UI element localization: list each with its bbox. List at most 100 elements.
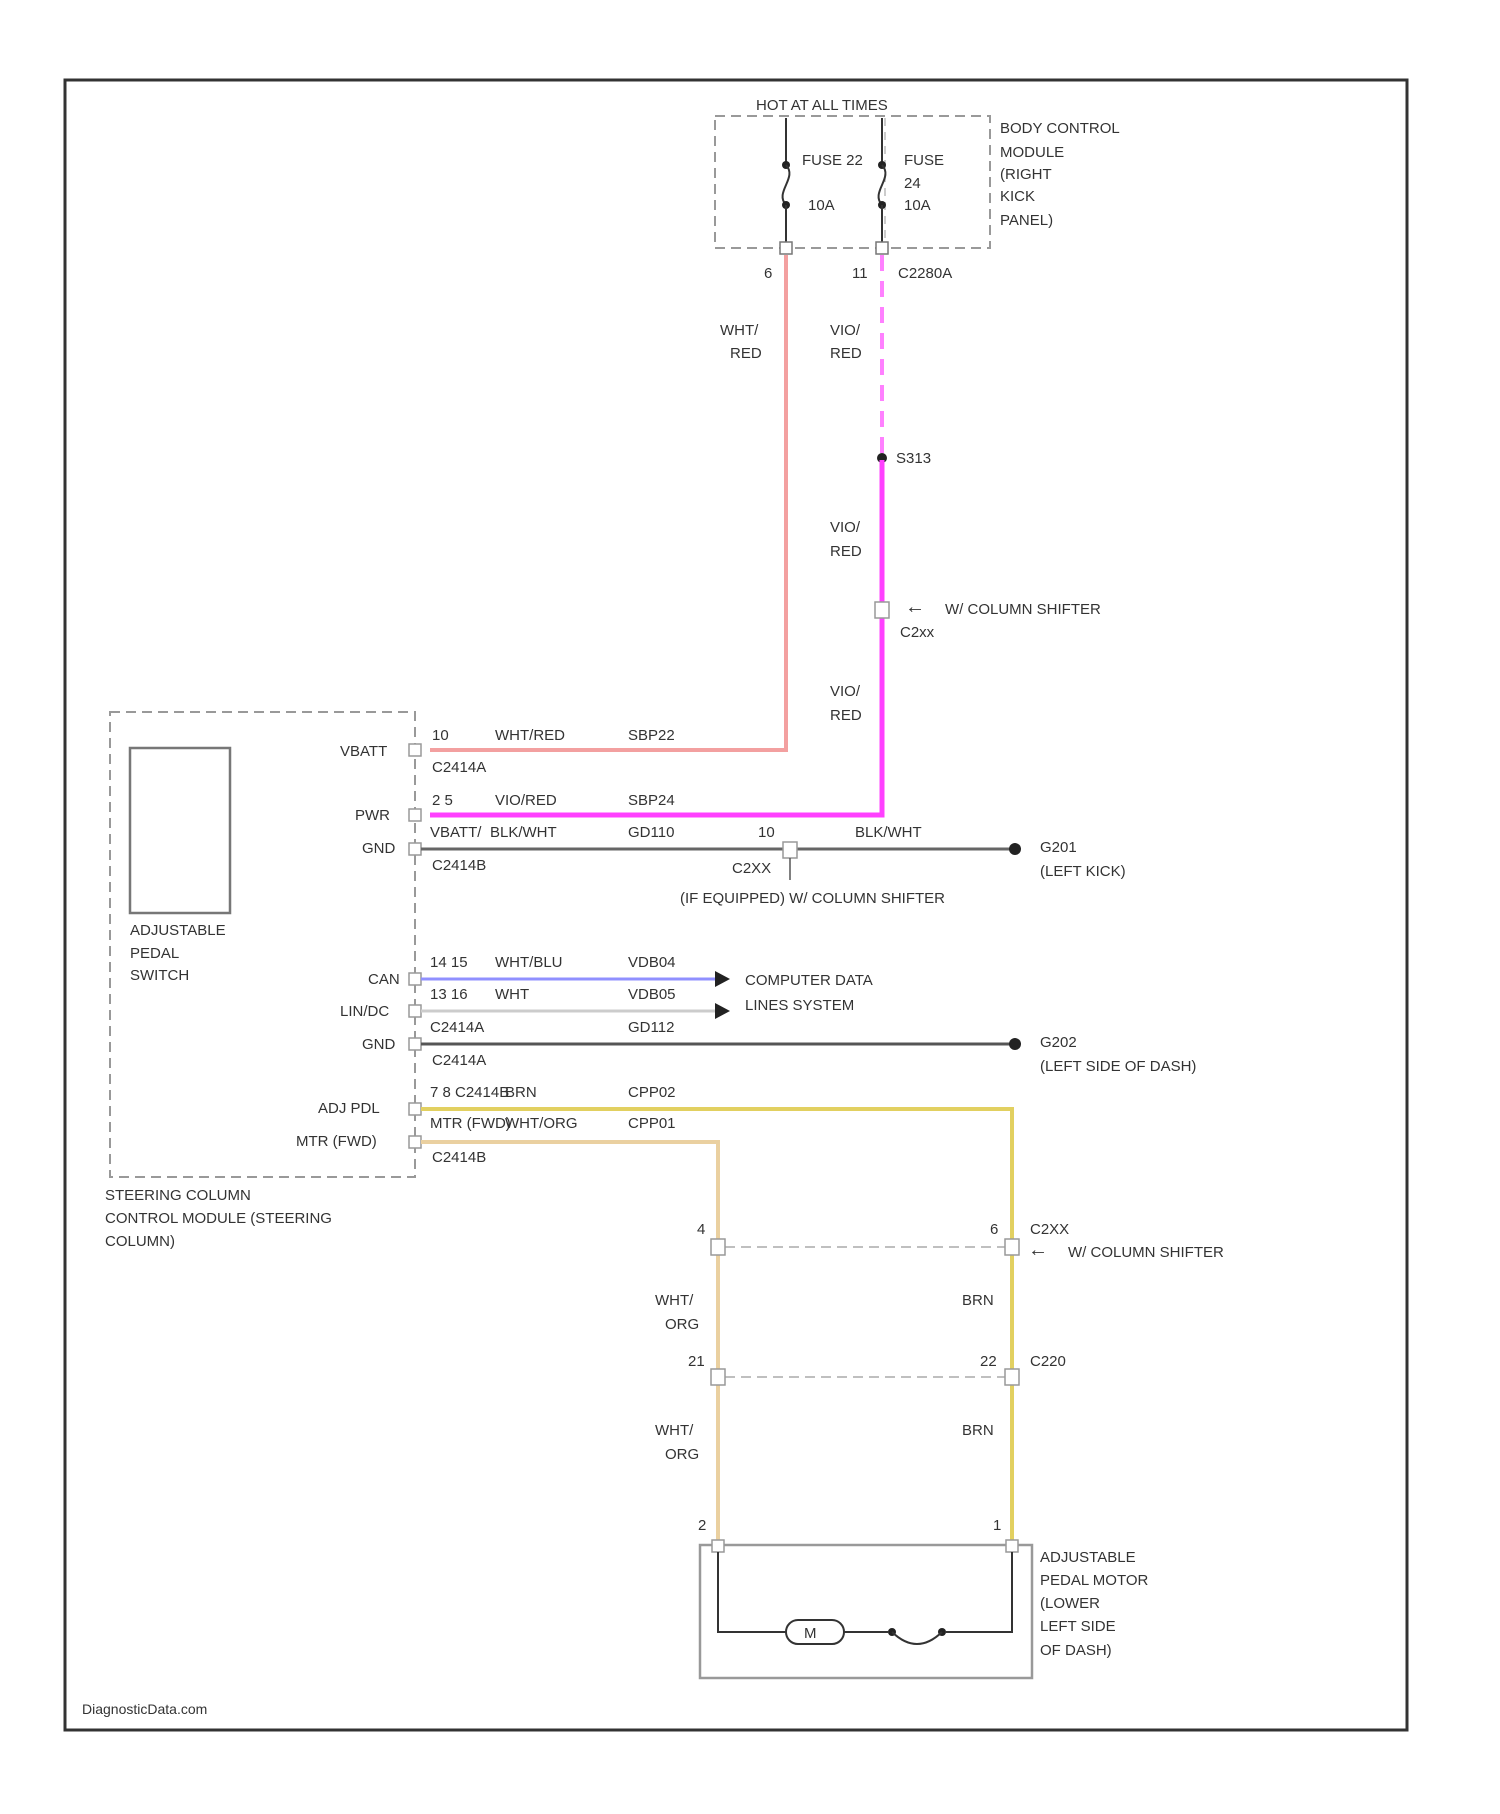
computer-data-lines-label-1: COMPUTER DATA [745, 972, 873, 989]
adjustable-pedal-switch-label-3: SWITCH [130, 967, 189, 984]
wire-vio-red-label-3a: VIO/ [830, 683, 861, 700]
wire-vio-red-label-2b: RED [830, 543, 862, 560]
motor-label-5: OF DASH) [1040, 1642, 1112, 1659]
row3-circuit: GD110 [628, 824, 674, 841]
wire-wht-org-label-2b: ORG [665, 1446, 699, 1463]
fuse-box: HOT AT ALL TIMES BODY CONTROL MODULE (RI… [715, 97, 1120, 282]
wire-wht-red-label-1: WHT/ [720, 322, 759, 339]
pin-vbatt: VBATT [340, 743, 387, 760]
can-arrow-1 [715, 971, 730, 987]
row7-connector-a: C2414B [455, 1084, 509, 1101]
fuse-box-label-4: KICK [1000, 188, 1035, 205]
connector-lower-2-name: C220 [1030, 1353, 1066, 1370]
terminal-mtr-fwd [409, 1136, 421, 1148]
pin-can: CAN [368, 971, 400, 988]
motor-outline [700, 1545, 1032, 1678]
ground-g202 [1009, 1038, 1021, 1050]
fuse-box-connector-label: C2280A [898, 265, 952, 282]
row2-circuit: SBP24 [628, 792, 675, 809]
row3-color: BLK/WHT [490, 824, 557, 841]
connector-lower-1-right [1005, 1239, 1019, 1255]
motor-internal-right [946, 1552, 1012, 1632]
wire-vio-red-label-2a: VIO/ [830, 519, 861, 536]
row4-pin: 14 15 [430, 954, 468, 971]
connector-lower-2-left-pin: 21 [688, 1353, 705, 1370]
connector-lower-2-right-pin: 22 [980, 1353, 997, 1370]
row6-connector-a: C2414A [430, 1019, 484, 1036]
fuse-24-label-2: 24 [904, 175, 921, 192]
sccm-label-1: STEERING COLUMN [105, 1187, 251, 1204]
row1-color: WHT/RED [495, 727, 565, 744]
row5-pin: 13 16 [430, 986, 468, 1003]
motor-symbol-label: M [804, 1625, 817, 1642]
pin-mtr-fwd: MTR (FWD) [296, 1133, 377, 1150]
pin-adj-pdl: ADJ PDL [318, 1100, 380, 1117]
terminal-adj-pdl [409, 1103, 421, 1115]
pin-gnd-1: GND [362, 840, 396, 857]
fuse-box-outline [715, 116, 990, 248]
terminal-gnd-1 [409, 843, 421, 855]
wire-wht-red-label-2: RED [730, 345, 762, 362]
connector-lower-1-note: W/ COLUMN SHIFTER [1068, 1244, 1224, 1261]
motor-switch-arc [892, 1632, 942, 1644]
fuse-22: FUSE 22 10A [782, 118, 863, 248]
fuse-24-element [879, 165, 886, 205]
ground-g202-location: (LEFT SIDE OF DASH) [1040, 1058, 1196, 1075]
row2-color: VIO/RED [495, 792, 557, 809]
computer-data-lines-label-2: LINES SYSTEM [745, 997, 854, 1014]
fuse-box-label-2: MODULE [1000, 144, 1064, 161]
wire-wht-org-label-1b: ORG [665, 1316, 699, 1333]
wire-vio-red-label-3b: RED [830, 707, 862, 724]
terminal-gnd-2 [409, 1038, 421, 1050]
steering-column-control-module: ADJUSTABLE PEDAL SWITCH STEERING COLUMN … [105, 712, 421, 1250]
row8-color: WHT/ORG [505, 1115, 578, 1132]
pin-pwr: PWR [355, 807, 390, 824]
fuse-box-pin-11 [876, 242, 888, 254]
row7-circuit: CPP02 [628, 1084, 676, 1101]
motor-label-4: LEFT SIDE [1040, 1618, 1116, 1635]
connector-lower-1-arrow: ← [1028, 1239, 1048, 1261]
fuse-22-element [783, 165, 790, 205]
motor-label-1: ADJUSTABLE [1040, 1549, 1136, 1566]
fuse-box-label-3: (RIGHT [1000, 166, 1052, 183]
wire-wht-org [421, 1142, 718, 1545]
adjustable-pedal-switch [130, 748, 230, 913]
row4-color: WHT/BLU [495, 954, 563, 971]
wire-brn-label-1: BRN [962, 1292, 994, 1309]
row1-pin: 10 [432, 727, 449, 744]
sccm-label-3: COLUMN) [105, 1233, 175, 1250]
adjustable-pedal-switch-label-1: ADJUSTABLE [130, 922, 226, 939]
footer-watermark: DiagnosticData.com [82, 1701, 207, 1717]
pin-lin: LIN/DC [340, 1003, 389, 1020]
connector-c2xx-arrow: ← [905, 596, 925, 618]
fuse-24-label-1: FUSE [904, 152, 944, 169]
connector-lower-2-right [1005, 1369, 1019, 1385]
ground-g202-name: G202 [1040, 1034, 1077, 1051]
sccm-label-2: CONTROL MODULE (STEERING [105, 1210, 332, 1227]
row8-pin-name: MTR (FWD) [430, 1115, 511, 1132]
wire-vio-red-label-1b: RED [830, 345, 862, 362]
fuse-22-label-1: FUSE 22 [802, 152, 863, 169]
ground-g201-name: G201 [1040, 839, 1077, 856]
connector-c2xx-note: W/ COLUMN SHIFTER [945, 601, 1101, 618]
row4-circuit: VDB04 [628, 954, 676, 971]
fuse-box-pin-11-label: 11 [852, 265, 868, 282]
ground-g201 [1009, 843, 1021, 855]
fuse-22-label-3: 10A [808, 197, 835, 214]
fuse-box-pin-6-label: 6 [764, 265, 772, 282]
row3-color-b: BLK/WHT [855, 824, 922, 841]
can-arrow-2 [715, 1003, 730, 1019]
row3-connector: C2414B [432, 857, 486, 874]
connector-c2xx-gnd [783, 842, 797, 858]
row7-pin: 7 8 [430, 1084, 451, 1101]
motor-internal-left [718, 1552, 786, 1632]
row2-pin: 2 5 [432, 792, 453, 809]
row5-circuit: VDB05 [628, 986, 676, 1003]
row5-color: WHT [495, 986, 529, 1003]
splice-s313-label: S313 [896, 450, 931, 467]
terminal-lin [409, 1005, 421, 1017]
row7-color: BRN [505, 1084, 537, 1101]
connector-lower-1-name: C2XX [1030, 1221, 1069, 1238]
pin-gnd-2: GND [362, 1036, 396, 1053]
